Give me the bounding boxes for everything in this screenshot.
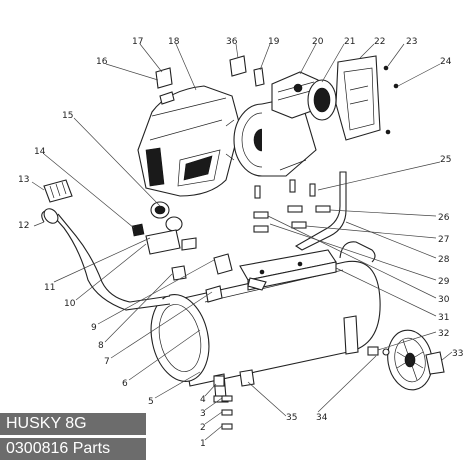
- callout-26: 26: [438, 213, 450, 223]
- discharge-tube: [294, 171, 347, 251]
- callout-34: 34: [316, 413, 328, 423]
- drain-valve-parts: [213, 369, 255, 430]
- callout-32: 32: [438, 329, 449, 339]
- callout-7: 7: [104, 357, 110, 367]
- callout-21: 21: [344, 37, 355, 47]
- callout-14: 14: [34, 147, 46, 157]
- mounting-plate: [239, 249, 337, 291]
- callout-8: 8: [98, 341, 104, 351]
- callout-10: 10: [64, 299, 76, 309]
- callout-13: 13: [18, 175, 29, 185]
- callout-27: 27: [438, 235, 449, 245]
- callout-6: 6: [122, 379, 128, 389]
- callout-24: 24: [440, 57, 452, 67]
- callout-16: 16: [96, 57, 108, 67]
- callout-23: 23: [406, 37, 417, 47]
- callout-4: 4: [200, 395, 206, 405]
- callout-9: 9: [91, 323, 97, 333]
- parts-number-label: 0300816 Parts: [0, 438, 146, 460]
- rear-cover: [335, 55, 381, 141]
- callout-36: 36: [226, 37, 238, 47]
- callout-35: 35: [286, 413, 297, 423]
- callout-5: 5: [148, 397, 154, 407]
- callout-12: 12: [18, 221, 29, 231]
- handle-tube: [41, 208, 171, 311]
- screws-rear-cover: [383, 65, 399, 135]
- mount-bolts-washers: [253, 179, 331, 233]
- leader-lines: [31, 43, 453, 441]
- callout-20: 20: [312, 37, 324, 47]
- tank-fittings: [171, 253, 267, 303]
- tank-handle: [339, 241, 376, 263]
- callout-29: 29: [438, 277, 450, 287]
- model-title-label: HUSKY 8G: [0, 413, 146, 435]
- callout-1: 1: [200, 439, 206, 449]
- callout-28: 28: [438, 255, 450, 265]
- motor-shroud: [137, 85, 241, 197]
- air-tank: [150, 260, 381, 387]
- callout-17: 17: [132, 37, 143, 47]
- callout-33: 33: [452, 349, 463, 359]
- fan-cover: [307, 79, 337, 121]
- intake-filter: [43, 179, 73, 203]
- callout-11: 11: [44, 283, 55, 293]
- callout-31: 31: [438, 313, 449, 323]
- callout-19: 19: [268, 37, 280, 47]
- callout-2: 2: [200, 423, 206, 433]
- callout-22: 22: [374, 37, 385, 47]
- callout-numbers: 1 2 3 4 5 6 7 8 9 10 11 12 13 14 15 16 1…: [18, 37, 463, 449]
- pressure-switch-gauges: [131, 201, 197, 255]
- callout-25: 25: [440, 155, 451, 165]
- callout-30: 30: [438, 295, 450, 305]
- motor: [225, 95, 317, 177]
- callout-15: 15: [62, 111, 73, 121]
- callout-3: 3: [200, 409, 206, 419]
- top-small-parts: [155, 55, 265, 105]
- wheel: [367, 329, 445, 391]
- callout-18: 18: [168, 37, 180, 47]
